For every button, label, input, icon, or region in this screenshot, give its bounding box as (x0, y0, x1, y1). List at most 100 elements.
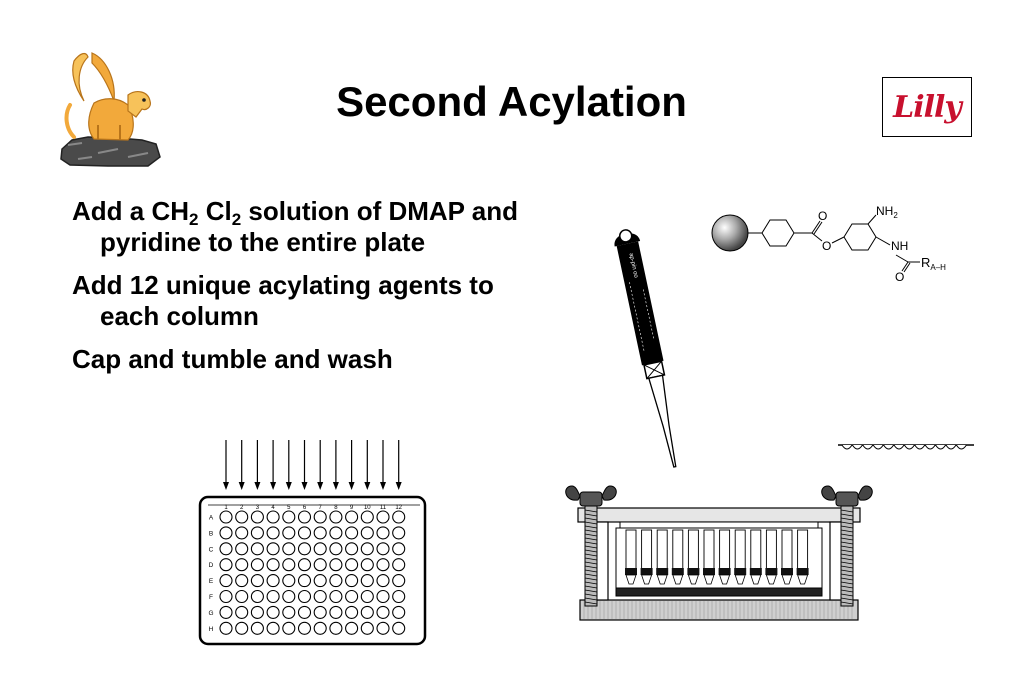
column-label: 9 (350, 505, 354, 511)
reaction-tube (796, 529, 809, 585)
threaded-bolt (840, 505, 854, 607)
well (376, 605, 390, 619)
well (360, 542, 374, 556)
slide-title: Second Acylation (336, 78, 687, 125)
wing-nut-icon (565, 485, 617, 507)
amide-oxygen: O (895, 270, 904, 284)
dispense-arrows (223, 440, 402, 490)
well (392, 605, 406, 619)
well (297, 526, 312, 540)
well (313, 574, 327, 588)
well (345, 542, 359, 556)
cap (914, 444, 926, 450)
well (219, 510, 233, 524)
well (360, 574, 374, 588)
well (219, 558, 233, 572)
well (235, 558, 249, 572)
reaction-tube (671, 529, 684, 585)
well (266, 621, 280, 635)
well (329, 589, 343, 604)
arrow-down-icon (395, 440, 402, 490)
well (266, 510, 280, 524)
column-label: 11 (380, 505, 387, 511)
arrow-down-icon (223, 440, 229, 490)
well (313, 621, 327, 635)
well (235, 605, 249, 619)
well (360, 558, 374, 572)
cap (851, 444, 863, 450)
well (266, 526, 280, 540)
well (282, 510, 296, 524)
well (392, 589, 406, 604)
arrow-down-icon (332, 440, 339, 490)
well (250, 574, 264, 588)
well (376, 510, 390, 524)
well (376, 542, 390, 556)
well (250, 621, 264, 635)
amide-nh-label: NH (891, 239, 908, 253)
arrow-down-icon (348, 440, 355, 490)
well (297, 621, 312, 635)
well (392, 574, 406, 588)
well (266, 558, 280, 572)
well (360, 526, 374, 540)
well (297, 589, 312, 604)
well (235, 526, 249, 540)
base-plate (579, 599, 859, 621)
well (219, 574, 233, 588)
well (250, 510, 264, 524)
well (376, 574, 390, 588)
row-label: B (209, 530, 213, 537)
well (313, 589, 327, 604)
well (329, 621, 343, 635)
well (282, 558, 296, 572)
well (250, 526, 264, 540)
well (250, 542, 264, 556)
well (376, 589, 390, 604)
cap (903, 444, 915, 450)
well (392, 510, 406, 524)
row-label: G (208, 610, 213, 617)
well (313, 542, 327, 556)
arrow-down-icon (301, 440, 308, 490)
cap (893, 444, 905, 450)
cap (872, 444, 884, 450)
well (235, 589, 249, 604)
well (360, 621, 374, 635)
well (266, 542, 280, 556)
column-label: 5 (287, 505, 291, 511)
well (235, 510, 249, 524)
well (282, 621, 296, 635)
well (297, 574, 312, 588)
well (376, 558, 390, 572)
well (392, 526, 406, 540)
well (282, 574, 296, 588)
well (313, 510, 327, 524)
well (392, 558, 406, 572)
column-label: 1 (224, 505, 228, 511)
plate-outline (198, 495, 427, 646)
well (250, 589, 264, 604)
cap (841, 444, 853, 450)
lilly-logo-text: Lilly (893, 89, 962, 125)
row-label: D (209, 562, 214, 569)
well (266, 589, 280, 604)
reaction-tube (625, 529, 637, 585)
subscript: 2 (231, 210, 242, 229)
ester-oxygen: O (822, 239, 831, 253)
well (360, 510, 374, 524)
well (345, 526, 359, 540)
reaction-tube (640, 529, 653, 585)
column-label: 7 (319, 505, 323, 511)
reaction-tube (703, 529, 715, 585)
well (376, 621, 390, 635)
well (329, 526, 343, 540)
well (313, 526, 327, 540)
well (297, 542, 312, 556)
arrow-down-icon (238, 440, 245, 490)
pipette-icon: ap-pin oo (614, 229, 677, 468)
arrow-down-icon (285, 440, 292, 490)
row-label: F (209, 594, 213, 601)
well (282, 542, 296, 556)
